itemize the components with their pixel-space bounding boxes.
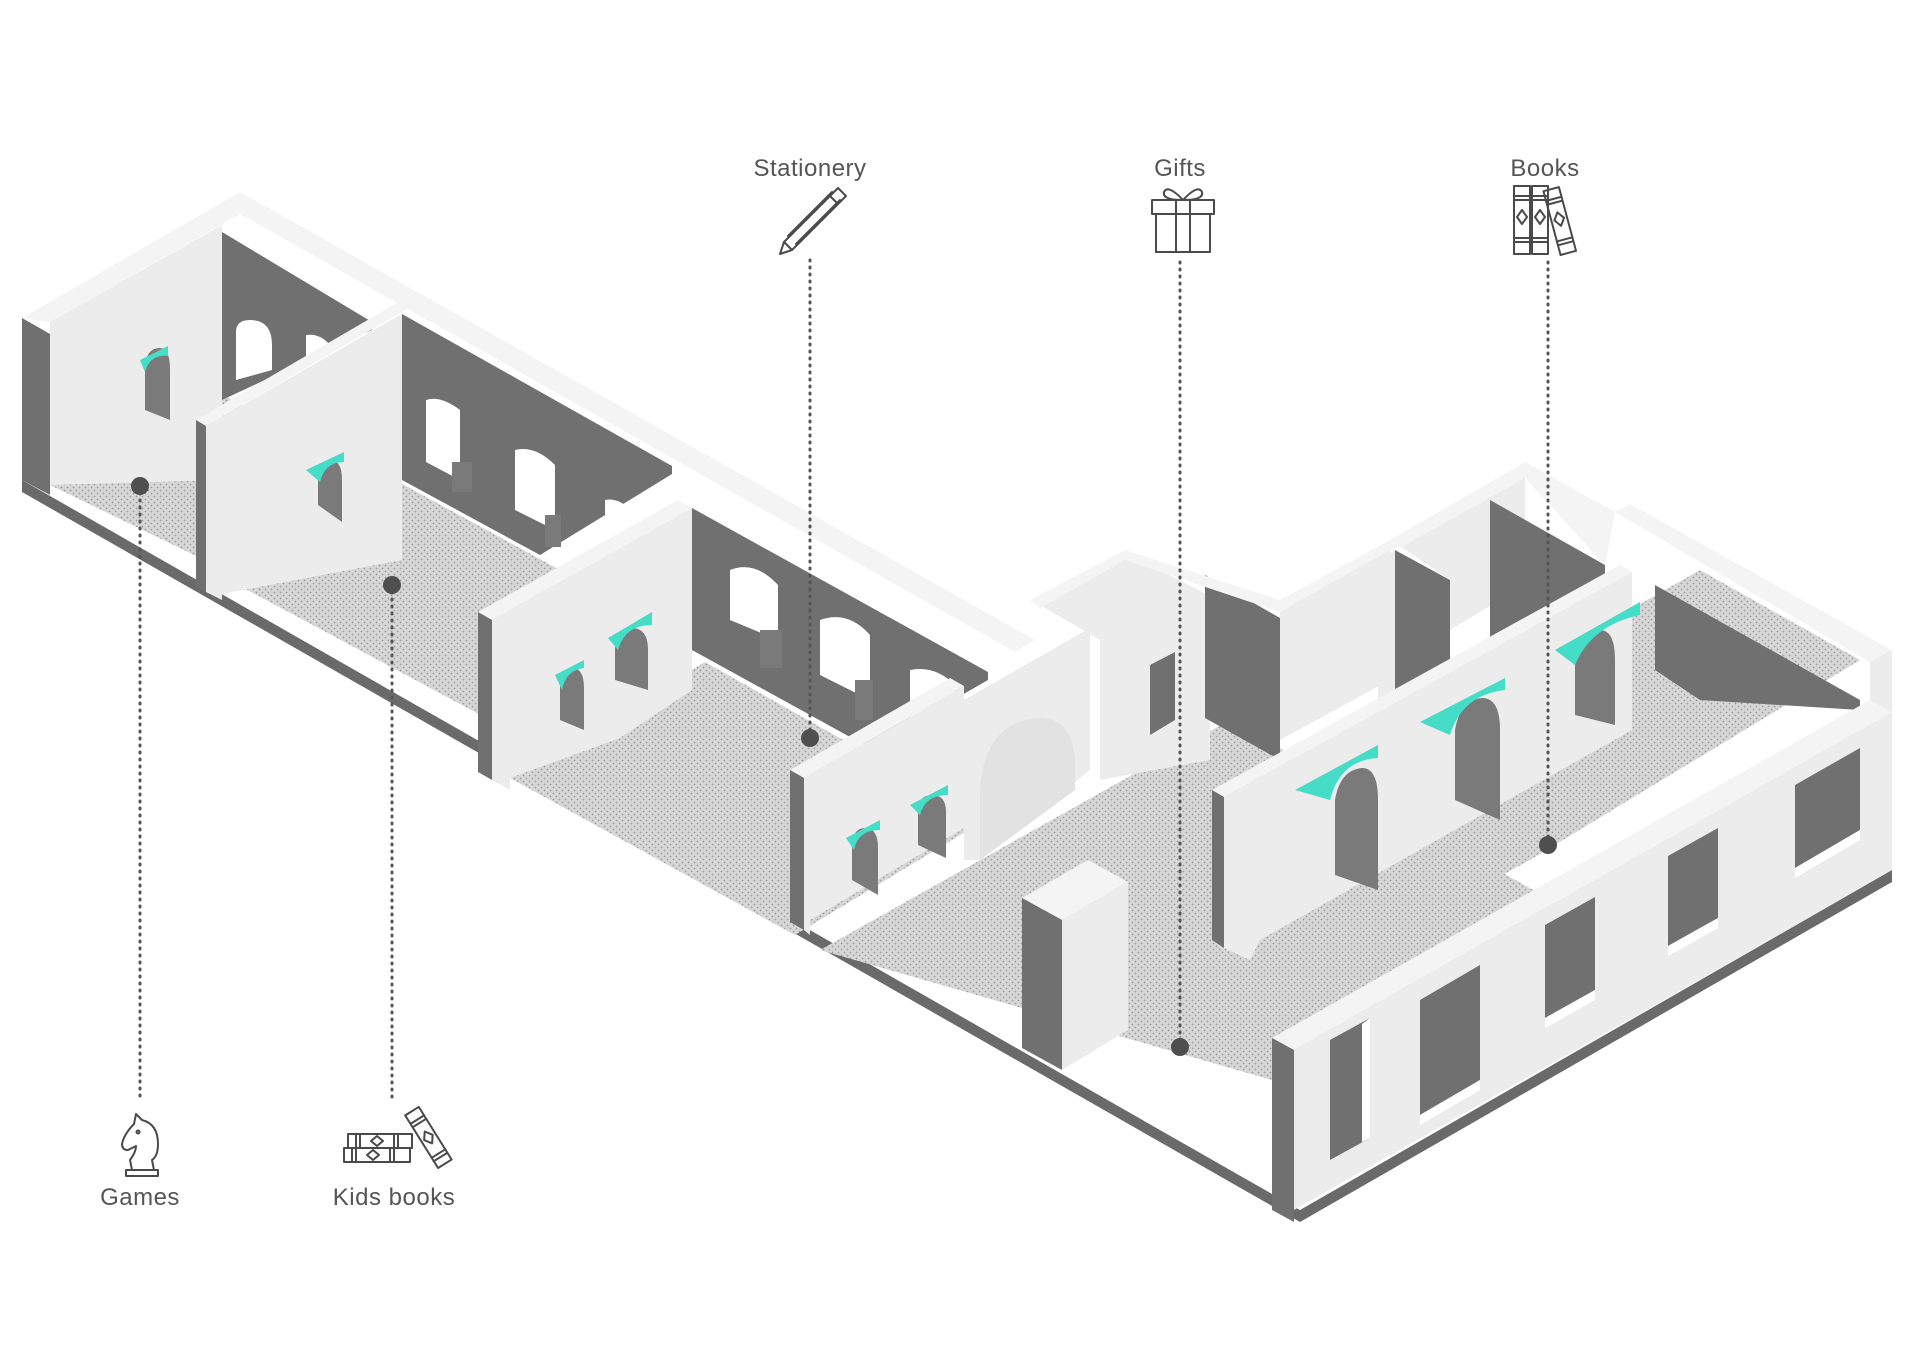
- front-window-1: [1420, 965, 1480, 1115]
- gifts-front-wall-top: [790, 678, 964, 778]
- stationery-marker-dot: [801, 729, 819, 747]
- gifts-back-wall-top: [1030, 540, 1400, 612]
- kids-back-arch-2: [515, 449, 555, 530]
- pencil-icon: [779, 187, 847, 255]
- books-arch-2-accent: [1420, 678, 1505, 735]
- games-back-arch: [236, 320, 272, 380]
- books-partition-end: [1212, 790, 1224, 948]
- gifts-front-partition: [804, 686, 964, 935]
- games-doorway-accent: [140, 346, 168, 372]
- kids-back-arch-1: [426, 398, 460, 480]
- stationery-wall-top: [478, 500, 692, 620]
- stationery-partition-wall: [492, 508, 692, 790]
- kids-back-arch-3: [605, 499, 625, 530]
- front-window-1-sill: [1420, 1080, 1480, 1125]
- kids-books-marker-dot: [383, 576, 401, 594]
- gifts-front-doorway-2-accent: [910, 785, 948, 815]
- gifts-marker-dot: [1171, 1038, 1189, 1056]
- stationery-arch-shadow-2: [855, 680, 873, 720]
- gifts-front-partition-end: [790, 770, 804, 930]
- front-wall-top: [1272, 700, 1892, 1050]
- front-wall-end: [1272, 1038, 1294, 1222]
- front-window-2-sill: [1545, 990, 1595, 1028]
- front-window-4: [1795, 748, 1860, 868]
- right-wall-face: [1870, 650, 1892, 712]
- stacked-books-icon: [343, 1105, 453, 1169]
- kids-wall-top: [196, 300, 412, 426]
- chess-knight-icon: [121, 1113, 159, 1177]
- games-outer-wall: [22, 318, 50, 495]
- display-cabinet-front: [1022, 898, 1062, 1070]
- front-window-2: [1545, 897, 1595, 1018]
- books-arch-2: [1455, 698, 1500, 820]
- books-arch-1: [1335, 768, 1378, 890]
- gifts-wing-wall: [1280, 550, 1390, 740]
- stationery-arch-shadow-1: [760, 630, 782, 668]
- display-cabinet-top: [1022, 860, 1128, 920]
- stationery-doorway-2: [615, 628, 648, 690]
- games-label: Games: [100, 1184, 180, 1211]
- books-arch-3: [1575, 630, 1615, 725]
- gifts-big-arch-opening: [980, 718, 1075, 860]
- books-back-wall: [1655, 585, 1860, 710]
- gifts-column: [1378, 550, 1395, 700]
- leader-lines: [131, 258, 1557, 1102]
- front-window-3: [1668, 828, 1718, 946]
- stationery-back-arch-1: [730, 567, 778, 640]
- games-back-left-wall: [50, 225, 222, 485]
- front-door-1-light: [1362, 1018, 1370, 1142]
- kids-back-wall: [402, 314, 672, 555]
- stationery-partition-end: [478, 612, 492, 780]
- right-wall-top: [1615, 504, 1892, 712]
- books-on-shelf-icon: [1513, 185, 1578, 256]
- kids-partition-wall: [206, 314, 402, 600]
- games-doorway: [145, 348, 170, 420]
- games-marker-dot: [131, 477, 149, 495]
- books-arch-1-accent: [1295, 745, 1378, 800]
- kids-arch-shadow-2: [545, 515, 561, 547]
- games-top-wall: [22, 192, 1035, 652]
- gifts-front-doorway-1: [852, 828, 878, 895]
- gifts-front-doorway-1-accent: [846, 820, 880, 850]
- kids-arch-shadow-1: [452, 462, 472, 492]
- front-door-1: [1330, 1018, 1370, 1160]
- kids-doorway-accent: [306, 452, 344, 482]
- books-marker-dot: [1539, 836, 1557, 854]
- kids-doorway: [318, 460, 342, 522]
- kids-partition-end: [196, 420, 206, 592]
- stationery-doorway-1-accent: [555, 660, 584, 690]
- front-window-4-sill: [1795, 830, 1860, 878]
- isometric-building: [22, 192, 1892, 1222]
- gifts-back-dark-wall: [1205, 575, 1280, 760]
- books-partition-top: [1212, 565, 1632, 797]
- gifts-front-doorway-2: [918, 795, 946, 858]
- gifts-label: Gifts: [1154, 155, 1206, 182]
- stationery-label: Stationery: [753, 155, 866, 182]
- stationery-doorway-2-accent: [608, 612, 652, 650]
- stationery-back-arch-2: [820, 617, 870, 700]
- gifts-niche: [1150, 652, 1175, 735]
- gift-box-icon: [1151, 188, 1215, 253]
- front-window-3-sill: [1668, 918, 1718, 956]
- gifts-column-dark: [1395, 550, 1450, 690]
- books-arch-3-accent: [1555, 602, 1640, 665]
- gifts-corner-top: [1390, 462, 1615, 565]
- building-right-base: [1300, 870, 1892, 1222]
- books-partition-wall: [1224, 572, 1632, 960]
- kids-books-label: Kids books: [333, 1184, 455, 1211]
- stationery-doorway-1: [560, 668, 584, 730]
- display-cabinet-side: [1062, 882, 1128, 1070]
- books-label: Books: [1510, 155, 1579, 182]
